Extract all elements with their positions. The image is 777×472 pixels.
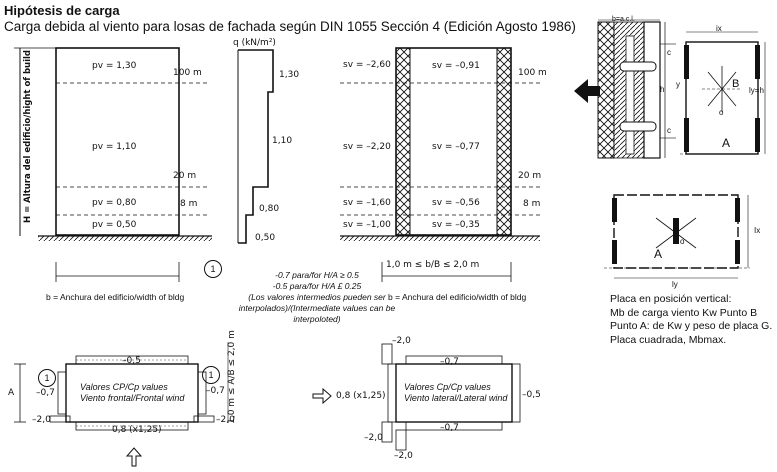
sv-left-2: sv = –2,20 (343, 142, 391, 152)
label-lyh: ly=h (749, 86, 764, 95)
lateral-bottom-left: –2,0 (364, 433, 383, 443)
label-c-bottom: c (667, 126, 671, 135)
label-ix: ix (716, 24, 722, 33)
pv-zone-1: pv = 1,30 (92, 61, 137, 71)
profile-value-1: 1,30 (279, 70, 300, 80)
frontal-right-value: –0,7 (206, 386, 225, 396)
note-line-5: interpoloted) (293, 314, 341, 324)
frontal-right-bottom: –2,0 (216, 415, 235, 425)
square-panel (604, 194, 750, 279)
note-line-2: -0.5 para/for H/A £ 0.25 (272, 281, 362, 291)
note-line-3: (Los valores intermedios pueden ser (248, 292, 386, 302)
profile-value-4: 0,50 (255, 233, 276, 243)
note-line-1: -0.7 para/for H/A ≥ 0.5 (275, 270, 359, 280)
wall-section-detail (574, 19, 676, 159)
lateral-right-value: –0,5 (522, 390, 541, 400)
page-subtitle: Carga debida al viento para losas de fac… (4, 19, 576, 34)
height-8m: 8 m (180, 199, 198, 209)
lateral-bottom-value: –0,7 (440, 423, 459, 433)
sv-inner-3: sv = –0,56 (432, 198, 480, 208)
sv-inner-2: sv = –0,77 (432, 142, 480, 152)
plan-frontal (14, 342, 229, 467)
note-line-4: interpolados)/(Intermediate values can b… (238, 303, 396, 313)
right-ratio-label: 1,0 m ≤ b/B ≤ 2,0 m (386, 260, 480, 270)
right-height-8m: 8 m (523, 199, 541, 209)
label-y: y (676, 80, 680, 89)
square-label-o: o (680, 237, 685, 246)
frontal-ratio-label: 1,0 m ≤ A/B ≤ 2,0 m (227, 330, 237, 424)
frontal-top-value: –0,5 (122, 356, 141, 366)
frontal-line-2: Viento frontal/Frontal wind (80, 393, 185, 403)
lateral-top-value: –0,7 (440, 357, 459, 367)
lateral-line-1: Valores Cp/Cp values (404, 382, 491, 392)
height-100m: 100 m (173, 68, 202, 78)
frontal-marker-right: 1 (202, 366, 220, 384)
height-axis-label: H = Altura del edificio/hight of build (23, 50, 33, 223)
sv-inner-1: sv = –0,91 (432, 61, 480, 71)
frontal-side-label: A (8, 388, 15, 398)
frontal-left-bottom: –2,0 (32, 415, 51, 425)
height-20m: 20 m (173, 171, 197, 181)
right-height-100m: 100 m (518, 68, 547, 78)
lateral-line-2: Viento lateral/Lateral wind (404, 393, 508, 403)
label-bacl: b=a.c.l. (612, 16, 635, 23)
frontal-marker-left: 1 (38, 369, 56, 387)
square-label-ix: Ix (754, 226, 761, 235)
profile-axis-label: q (kN/m²) (233, 38, 276, 48)
panel-elevation (680, 31, 766, 155)
plan-lateral (312, 343, 521, 451)
right-width-label: b = Anchura del edificio/width of bldg (388, 292, 527, 302)
label-o: o (719, 108, 724, 117)
label-B: B (732, 78, 740, 90)
note-1: Placa en posición vertical: (610, 293, 732, 305)
label-c-top: c (667, 48, 671, 57)
notes-block: Placa en posición vertical: Mb de carga … (610, 293, 775, 347)
marker-circle-1: 1 (204, 260, 222, 278)
frontal-left-value: –0,7 (36, 388, 55, 398)
lateral-arrow-label: 0,8 (x1,25) (336, 391, 386, 401)
frontal-line-1: Valores CP/Cp values (80, 382, 168, 392)
pv-zone-2: pv = 1,10 (92, 142, 137, 152)
load-profile (237, 49, 274, 244)
profile-value-3: 0,80 (259, 204, 280, 214)
lateral-bottom-right: –2,0 (394, 451, 413, 461)
right-building (340, 47, 540, 282)
page-title: Hipótesis de carga (4, 3, 120, 18)
square-label-A: A (654, 247, 663, 261)
left-building (14, 47, 212, 282)
note-3: Punto A: de Kw y peso de placa G. (610, 320, 773, 332)
sv-left-1: sv = –2,60 (343, 60, 391, 70)
pv-zone-4: pv = 0,50 (92, 220, 137, 230)
center-note: -0.7 para/for H/A ≥ 0.5 -0.5 para/for H/… (232, 270, 402, 325)
label-h: h (660, 85, 665, 94)
profile-value-2: 1,10 (272, 136, 293, 146)
pv-zone-3: pv = 0,80 (92, 198, 137, 208)
sv-left-3: sv = –1,60 (343, 198, 391, 208)
sv-inner-4: sv = –0,35 (432, 220, 480, 230)
note-4: Placa cuadrada, Mbmax. (610, 333, 727, 346)
frontal-bottom-value: 0,8 (x1,25) (112, 425, 162, 435)
note-2: Mb de carga viento Kw Punto B (610, 306, 758, 319)
square-label-ly: ly (672, 280, 678, 289)
label-A-panel: A (722, 136, 731, 150)
lateral-top-left: –2,0 (392, 336, 411, 346)
left-width-label: b = Anchura del edificio/width of bldg (46, 292, 185, 302)
right-height-20m: 20 m (518, 171, 542, 181)
sv-left-4: sv = –1,00 (343, 220, 391, 230)
